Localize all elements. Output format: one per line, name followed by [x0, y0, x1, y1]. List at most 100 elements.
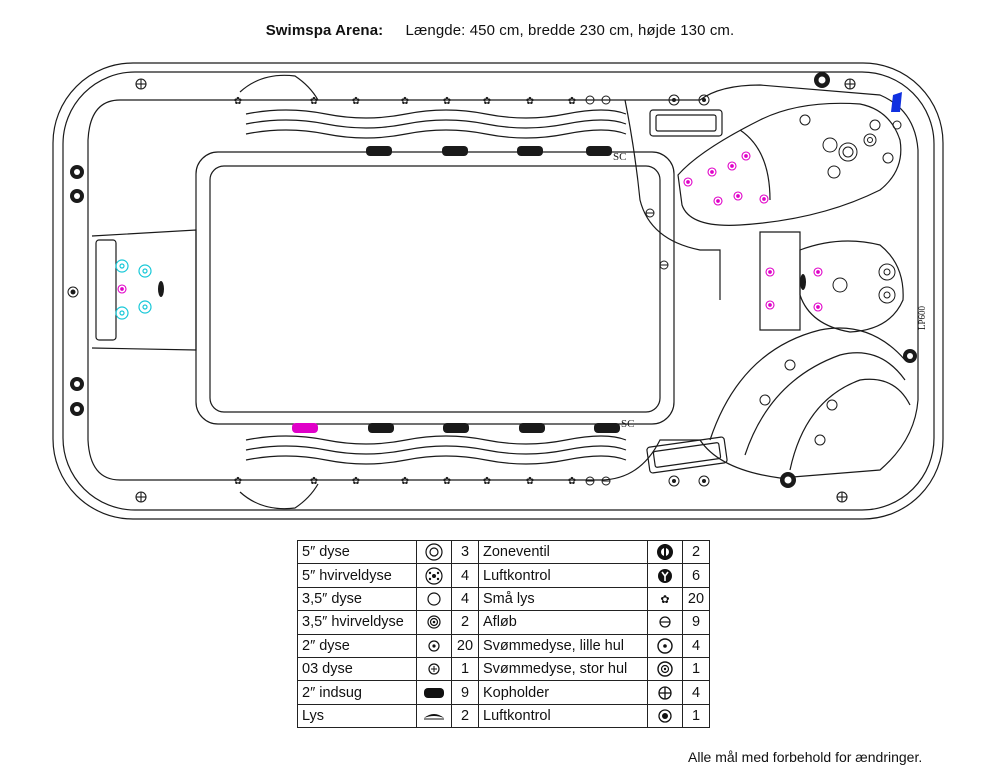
- legend-count: 4: [451, 586, 479, 612]
- drain-icon: [585, 95, 595, 105]
- suction-pillow: [368, 423, 394, 433]
- swim-jets: [668, 94, 902, 487]
- jet-5-icon: [115, 306, 129, 320]
- disclaimer-note: Alle mål med forbehold for ændringer.: [688, 749, 923, 765]
- legend-count: 1: [682, 703, 710, 729]
- air-controls: [67, 165, 917, 416]
- legend-count: 2: [451, 703, 479, 729]
- legend-label: Luftkontrol: [478, 703, 648, 729]
- upper-control-panel-inner: [655, 114, 717, 132]
- corner-seat: [799, 240, 904, 333]
- curved-seat-2: [744, 352, 906, 456]
- suction-pillow: [517, 146, 543, 156]
- bottom-suction-row: [292, 423, 620, 433]
- cup-holder-icon: [647, 680, 683, 705]
- legend-label: 3,5″ dyse: [297, 586, 417, 612]
- small-light-icon: ✿: [483, 96, 491, 107]
- left-step: [91, 229, 197, 351]
- upper-wave-rail-2: [245, 119, 627, 129]
- small-light-icon: ✿: [526, 96, 534, 107]
- lounger-seat: [677, 102, 902, 226]
- upper-wave-rail-3: [245, 129, 627, 139]
- curved-seat-3: [789, 378, 911, 471]
- jet-5-icon: [115, 259, 129, 273]
- jet-2-icon: [759, 194, 769, 204]
- swim-lane-inner: [209, 165, 661, 413]
- legend-label: Svømmedyse, lille hul: [478, 633, 648, 658]
- legend-count: 4: [682, 633, 710, 658]
- swirl-jet-5-icon: [878, 263, 896, 281]
- jet-2-icon: [813, 267, 823, 277]
- swim-lane-outer: [195, 151, 675, 425]
- small-light-icon: ✿: [647, 586, 683, 612]
- suction-pillow: [443, 423, 469, 433]
- cup-holder-icon: [135, 78, 147, 90]
- lounger-seat-inner: [739, 129, 771, 201]
- jet-5-icon: [827, 165, 841, 179]
- zone-valves: [780, 72, 830, 488]
- swirl-jet-5-icon: [863, 133, 877, 147]
- spa-interior-outline: [87, 84, 919, 481]
- product-name: Swimspa Arena:: [265, 22, 384, 39]
- top-suction-row: [366, 146, 612, 156]
- small-light-icon: ✿: [401, 96, 409, 107]
- suction-pillow: [366, 146, 392, 156]
- top-bump: [239, 74, 319, 101]
- drain-icon: [601, 476, 611, 486]
- legend-count: 9: [451, 680, 479, 705]
- light-icon: [800, 274, 806, 290]
- light-icon: [416, 703, 452, 729]
- swim-jet-small-icon: [668, 475, 680, 487]
- legend-count: 9: [682, 610, 710, 635]
- jet-35-icon: [814, 434, 826, 446]
- swirl-jet-35-icon: [416, 610, 452, 635]
- air-control-icon: [903, 349, 917, 363]
- jet-2-icon: [707, 167, 717, 177]
- legend-label: Zoneventil: [478, 539, 648, 565]
- lp600-label: LP600: [917, 305, 927, 330]
- upper-control-panel: [649, 109, 723, 137]
- svg-text:✿: ✿: [660, 593, 669, 606]
- small-light-icon: ✿: [310, 96, 318, 107]
- zone-valve-icon: [780, 472, 796, 488]
- swimspa-top-view: SC SC LP600 ✿ ✿ ✿ ✿ ✿ ✿ ✿ ✿ ✿ ✿ ✿ ✿ ✿ ✿ …: [52, 62, 944, 520]
- swim-jet-small-icon: [668, 94, 680, 106]
- small-light-icon: ✿: [483, 476, 491, 487]
- jet-2-icon: [765, 267, 775, 277]
- swirl-jet-5-icon: [878, 286, 896, 304]
- legend-label: Luftkontrol: [478, 563, 648, 588]
- small-lights-top: ✿ ✿ ✿ ✿ ✿ ✿ ✿ ✿: [234, 96, 576, 107]
- suction-pillow: [594, 423, 620, 433]
- jet-2-icon: [683, 177, 693, 187]
- legend-count: 20: [451, 633, 479, 658]
- drain-markers: [585, 95, 669, 486]
- jet-5-icon: [138, 300, 152, 314]
- legend-count: 4: [451, 563, 479, 588]
- lower-control-panel: [646, 436, 728, 474]
- air-control-icon: [70, 189, 84, 203]
- legend-count: 6: [682, 563, 710, 588]
- drain-icon: [647, 610, 683, 635]
- swim-jet-small-icon: [698, 94, 710, 106]
- jet-2-icon: [117, 284, 127, 294]
- small-light-icon: ✿: [443, 96, 451, 107]
- legend-label: Lys: [297, 703, 417, 729]
- swirl-jet-35-icon: [882, 152, 894, 164]
- jet-2-icon: [727, 161, 737, 171]
- cup-holder-icon: [836, 491, 848, 503]
- legend-count: 1: [451, 656, 479, 682]
- jet-03-icon: [416, 656, 452, 682]
- legend-label: 5″ dyse: [297, 539, 417, 565]
- jet-2-icon: [733, 191, 743, 201]
- suction-icon: [416, 680, 452, 705]
- drain-icon: [585, 476, 595, 486]
- air-control-small-icon: [647, 703, 683, 729]
- jet-5-icon: [138, 264, 152, 278]
- legend-label: Kopholder: [478, 680, 648, 705]
- spa-inner-rim: [62, 71, 935, 511]
- small-light-icon: ✿: [526, 476, 534, 487]
- air-control-icon: [70, 377, 84, 391]
- jet-2-icon: [416, 633, 452, 658]
